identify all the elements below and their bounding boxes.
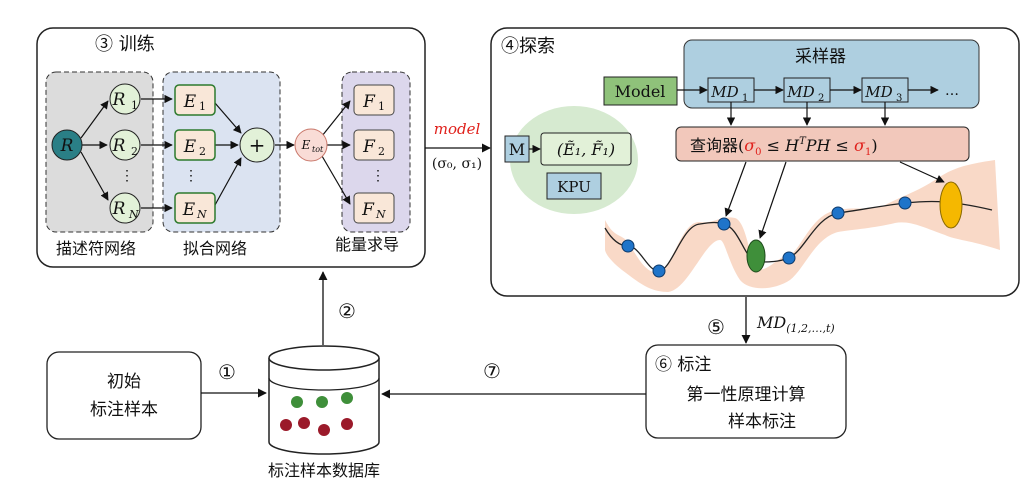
e-dots: ⋮ [184,168,198,184]
md-ellipsis: … [945,83,959,99]
tuple-box [540,132,632,166]
e-box-1: E 1 [174,84,216,116]
labeling-box: ⑥ 标注 第一性原理计算 样本标注 [645,344,847,439]
landscape-point-6 [898,196,912,210]
svg-text:1: 1 [742,93,748,104]
e-box-2: E 2 [174,129,216,161]
f-box-1: F 1 [353,84,395,116]
svg-text:R: R [112,136,126,156]
svg-text:E: E [183,92,197,112]
initial-samples-line2: 标注样本 [90,400,158,420]
model-box [603,76,678,106]
step-1-arrow: ① [201,360,267,398]
r-dots: ⋮ [120,168,134,184]
step-1-label: ① [218,360,236,384]
landscape-point-5 [831,206,845,220]
f-box-2: F 2 [353,129,395,161]
energy-derivative-label: 能量求导 [335,235,399,254]
m-box [504,135,530,163]
train-panel: ③ 训练 R R 1 [36,27,426,268]
r-root-node [51,129,83,161]
step-2-arrow: ② [318,271,356,345]
sigma-label: (σ₀, σ₁) [432,156,482,172]
svg-text:2: 2 [818,93,824,104]
svg-text:1: 1 [378,100,385,113]
initial-samples-line1: 初始 [107,372,141,392]
database-caption: 标注样本数据库 [268,461,380,480]
selected-state-yellow [939,181,963,229]
svg-text:2: 2 [378,145,385,158]
kpu-box [546,172,602,200]
selected-state-green [746,239,766,273]
etot-node: E tot [294,128,328,162]
svg-text:MD: MD [786,83,814,101]
query-box [675,126,970,162]
landscape-point-1 [621,239,635,253]
sum-node: + [239,127,275,163]
md-sequence-label: MD(1,2,…,t) [756,313,835,335]
tuple-label: (Ẽ₁, F̃₁) [557,139,615,159]
svg-text:R: R [112,90,126,110]
energy-landscape [604,160,1000,292]
svg-text:N: N [128,208,139,221]
svg-text:1: 1 [199,100,206,113]
query-text: 查询器(σ0 ≤ HTPH ≤ σ1) [690,136,878,158]
r-node-2: R 2 [109,129,141,161]
svg-text:F: F [361,200,375,220]
step-7-label: ⑦ [483,359,501,383]
svg-text:MD: MD [710,83,738,101]
svg-text:tot: tot [312,145,324,154]
e-box-n: E N [174,192,216,224]
svg-text:+: + [249,133,266,157]
svg-text:MD: MD [864,83,892,101]
svg-text:E: E [183,137,197,157]
landscape-point-2 [652,264,666,278]
svg-text:R: R [112,199,126,219]
step-5-arrow: ⑤ MD(1,2,…,t) [707,297,835,344]
svg-text:2: 2 [131,145,138,158]
kpu-label: KPU [557,178,591,196]
f-dots: ⋮ [371,168,385,184]
labeling-title: ⑥ 标注 [655,355,711,375]
descriptor-net-label: 描述符网络 [56,239,136,258]
model-box-label: Model [615,82,666,101]
m-label: M [509,140,525,159]
svg-text:2: 2 [199,145,206,158]
train-to-explore-link: model (σ₀, σ₁) [425,120,491,172]
svg-text:3: 3 [896,93,902,104]
step-2-label: ② [338,299,356,323]
landscape-point-4 [782,251,796,265]
svg-text:F: F [362,137,376,157]
md-box-2: MD 2 [783,77,831,104]
train-title: ③ 训练 [95,34,155,55]
sampler-label: 采样器 [795,47,846,67]
landscape-point-3 [717,217,731,231]
r-node-1: R 1 [109,83,141,115]
svg-text:F: F [362,92,376,112]
step-7-arrow: ⑦ [381,359,646,399]
initial-samples-box: 初始 标注样本 [46,351,202,440]
labeling-line1: 第一性原理计算 [687,385,806,405]
svg-text:N: N [196,208,207,221]
svg-text:N: N [375,208,386,221]
explore-title: ④探索 [501,36,555,57]
r-root-label: R [60,136,74,156]
r-node-n: R N [109,192,141,224]
svg-text:E: E [182,200,196,220]
model-label: model [434,120,481,138]
labeling-line2: 样本标注 [728,412,796,432]
svg-text:1: 1 [131,99,138,112]
fitting-net-label: 拟合网络 [183,239,247,258]
database-cylinder: 标注样本数据库 [268,345,380,480]
md-box-3: MD 3 [861,77,909,104]
svg-text:E: E [301,138,311,152]
explore-panel: ④探索 M (Ẽ₁, F̃₁) KPU 采样器 Model MD 1 MD 2 … [490,27,1020,297]
md-box-1: MD 1 [707,77,755,104]
f-box-n: F N [353,192,395,224]
step-5-label: ⑤ [707,315,725,339]
